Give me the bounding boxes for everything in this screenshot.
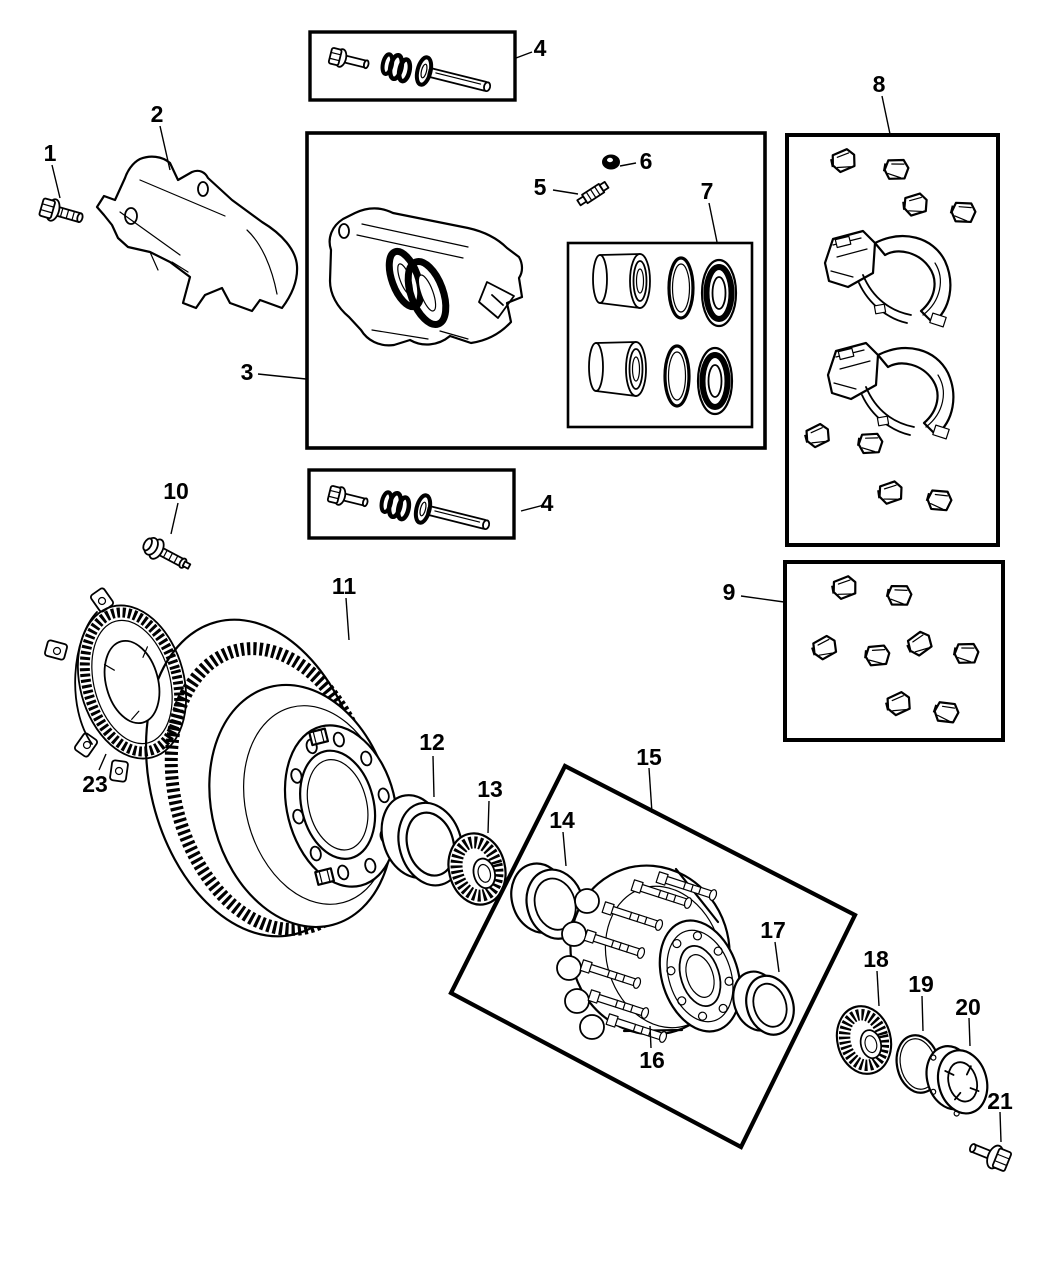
guide-pin-kit-box-bottom [309, 470, 514, 539]
pad-clip [951, 639, 981, 667]
callout-leader-17 [774, 941, 780, 973]
caliper-piston [588, 341, 647, 397]
pad-clip [875, 479, 905, 506]
callout-label-7: 7 [701, 178, 714, 204]
caliper-piston-seal-kit-box [566, 241, 754, 429]
bleeder-screw [576, 180, 610, 207]
hub-assembly-box [448, 763, 858, 1150]
callout-label-12: 12 [419, 729, 445, 755]
pad-clip [900, 191, 930, 218]
spindle-bolt [969, 1143, 1013, 1172]
callout-label-8: 8 [873, 71, 886, 97]
callout-label-11: 11 [332, 573, 357, 599]
callout-label-13: 13 [477, 776, 503, 802]
abs-tone-wheel [44, 587, 188, 783]
pad-clip [883, 581, 914, 610]
callout-label-5: 5 [534, 174, 547, 200]
brake-pad-kit-box [785, 133, 1000, 547]
callout-leader-14 [562, 831, 567, 867]
callout-label-2: 2 [151, 101, 164, 127]
callout-label-20: 20 [955, 994, 981, 1020]
callout-leader-1 [51, 164, 61, 199]
callout-leader-21 [999, 1111, 1002, 1143]
callout-leader-16 [649, 1025, 652, 1049]
callout-label-14: 14 [549, 807, 575, 833]
callout-leader-13 [487, 800, 490, 834]
callout-leader-12 [432, 755, 435, 798]
callout-leader-10 [170, 502, 179, 535]
pad-clip [923, 485, 955, 515]
callout-label-21: 21 [987, 1088, 1013, 1114]
callout-label-23: 23 [82, 771, 108, 797]
brake-pad-set [823, 229, 952, 329]
brake-pad-set [826, 341, 955, 441]
caliper-adapter-bracket [95, 155, 299, 313]
pad-clip [947, 198, 979, 227]
callout-leader-7 [708, 202, 718, 243]
guide-pin-kit-box-top [310, 32, 515, 101]
pad-clip [930, 697, 962, 727]
brake-rotor [144, 618, 399, 938]
piston-boot [696, 258, 738, 416]
callout-label-4: 4 [541, 490, 554, 516]
callout-leader-2 [159, 125, 171, 171]
hub-flange-face [658, 919, 742, 1033]
piston-seal [663, 256, 695, 408]
callout-label-4: 4 [534, 35, 547, 61]
callout-label-10: 10 [163, 478, 189, 504]
callout-leader-8 [881, 95, 891, 135]
pad-clip [855, 430, 885, 457]
hub-seal-outer [380, 794, 464, 887]
pad-clip [828, 146, 859, 175]
callout-leader-4 [520, 504, 545, 512]
pad-clip [801, 421, 833, 451]
callout-leader-11 [345, 597, 350, 641]
wheel-hub [556, 864, 742, 1044]
callout-leader-4 [515, 51, 533, 59]
callout-leader-20 [968, 1017, 971, 1047]
callout-label-15: 15 [636, 744, 662, 770]
wheel-bearing-inner [830, 1000, 898, 1079]
tone-wheel-bolt [142, 536, 192, 570]
tone-wheel-teeth [79, 607, 185, 757]
spindle-lock-nut [925, 1045, 989, 1117]
pad-clip-kit-box [783, 560, 1005, 742]
callout-leader-3 [257, 373, 307, 380]
pad-clip [881, 155, 911, 183]
callout-label-19: 19 [908, 971, 934, 997]
callout-leader-9 [740, 595, 785, 603]
callout-leader-5 [552, 189, 579, 195]
callout-label-17: 17 [760, 917, 786, 943]
callout-label-1: 1 [44, 140, 57, 166]
callout-leader-6 [619, 162, 637, 167]
callout-leader-18 [876, 970, 880, 1007]
pad-clip [829, 574, 859, 602]
callout-label-9: 9 [723, 579, 736, 605]
brake-caliper [328, 207, 524, 347]
pad-clip [902, 628, 936, 660]
rotor-hub-face [283, 724, 399, 888]
pad-clip [808, 632, 840, 663]
callout-leader-15 [648, 767, 653, 814]
callout-leader-19 [921, 995, 924, 1032]
hub-spacer-ring [732, 970, 795, 1036]
callout-leader-23 [98, 753, 107, 771]
callout-label-18: 18 [863, 946, 889, 972]
caliper-piston [592, 253, 651, 309]
pad-clip [882, 689, 914, 718]
pad-clip [862, 642, 892, 669]
bleeder-cap [602, 154, 620, 170]
callout-label-3: 3 [241, 359, 254, 385]
mounting-bolt-1 [38, 197, 84, 223]
hub-inner-seal [510, 862, 585, 940]
callout-label-16: 16 [639, 1047, 665, 1073]
callout-label-6: 6 [640, 148, 653, 174]
caliper-assembly-box [305, 131, 767, 450]
